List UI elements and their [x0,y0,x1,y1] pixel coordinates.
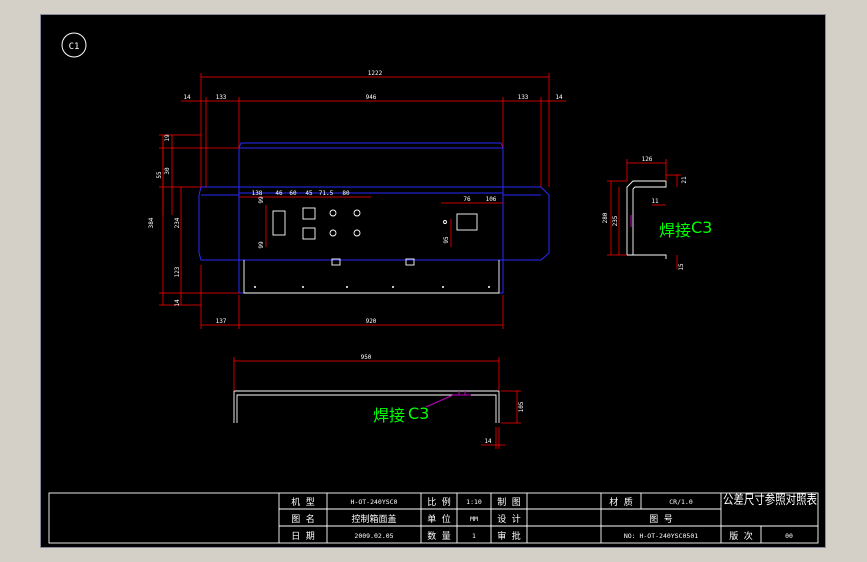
svg-text:00: 00 [785,532,793,540]
svg-text:14: 14 [174,299,181,307]
svg-text:日 期: 日 期 [291,531,314,542]
svg-text:1:10: 1:10 [466,498,482,506]
svg-text:MM: MM [470,515,478,523]
flat-pattern-view: 1222 14 133 946 133 14 138 46 60 45 71.5… [148,70,566,329]
svg-text:60: 60 [289,190,297,197]
svg-text:15: 15 [678,263,685,271]
svg-text:14: 14 [555,94,563,101]
weld-code-1: C3 [691,218,712,237]
svg-text:CR/1.0: CR/1.0 [669,498,693,506]
svg-text:55: 55 [156,171,163,179]
svg-text:137: 137 [216,318,227,325]
svg-text:234: 234 [174,217,181,228]
svg-text:14: 14 [484,438,492,445]
svg-text:单 位: 单 位 [427,513,450,525]
svg-text:19: 19 [164,134,171,142]
svg-text:280: 280 [602,212,609,223]
svg-text:138: 138 [252,190,263,197]
svg-text:图 名: 图 名 [291,513,314,525]
svg-text:45: 45 [305,190,313,197]
tolerance-note: 公差尺寸参照对照表 [723,492,817,508]
svg-text:机 型: 机 型 [291,496,314,508]
sheet-label: C1 [69,42,80,52]
svg-text:946: 946 [366,94,377,101]
svg-text:1: 1 [472,532,476,540]
svg-text:设 计: 设 计 [497,513,520,525]
svg-text:95: 95 [443,236,450,244]
svg-text:71.5: 71.5 [319,190,334,197]
svg-text:99: 99 [258,196,265,204]
title-block: 机 型 H-OT-240YSC0 图 名 控制箱面盖 日 期 2009.02.0… [48,492,819,544]
svg-text:30: 30 [164,167,171,175]
svg-text:材 质: 材 质 [609,496,632,508]
svg-text:制 图: 制 图 [497,496,520,508]
svg-text:图 号: 图 号 [649,514,672,525]
svg-text:133: 133 [216,94,227,101]
svg-text:105: 105 [518,401,525,412]
dim-overall: 1222 [368,70,383,77]
drawing-sheet: C1 [40,14,826,548]
flat-pattern-outline [198,147,550,294]
svg-text:21: 21 [681,176,688,184]
svg-text:14: 14 [183,94,191,101]
svg-text:比 例: 比 例 [427,496,450,508]
weld-note-2: 焊接 [373,406,405,425]
svg-text:版 次: 版 次 [729,530,752,542]
svg-text:80: 80 [342,190,350,197]
front-view: 950 105 14 焊接 C3 [233,354,525,449]
cad-drawing: C1 [48,32,819,544]
weld-note-1: 焊接 [659,221,691,240]
sheet-label-circle [61,32,87,58]
svg-text:133: 133 [518,94,529,101]
svg-text:384: 384 [148,217,155,228]
svg-text:106: 106 [486,196,497,203]
svg-text:11: 11 [651,198,659,205]
svg-text:76: 76 [463,196,471,203]
svg-text:控制箱面盖: 控制箱面盖 [351,513,396,525]
svg-text:NO: H-OT-240YSC0501: NO: H-OT-240YSC0501 [624,532,698,540]
svg-text:920: 920 [366,318,377,325]
svg-text:H-OT-240YSC0: H-OT-240YSC0 [351,498,398,506]
weld-code-2: C3 [408,404,429,423]
svg-text:46: 46 [275,190,283,197]
svg-text:2009.02.05: 2009.02.05 [354,532,393,540]
rect-cutout [272,210,286,236]
svg-text:123: 123 [174,266,181,277]
svg-text:126: 126 [642,156,653,163]
window-cutout [456,213,478,231]
svg-text:数 量: 数 量 [427,530,450,542]
svg-text:235: 235 [612,215,619,226]
svg-text:99: 99 [258,241,265,249]
svg-text:审 批: 审 批 [497,530,520,542]
side-view: 126 280 235 21 11 15 焊接 C3 [602,156,712,271]
svg-text:950: 950 [361,354,372,361]
